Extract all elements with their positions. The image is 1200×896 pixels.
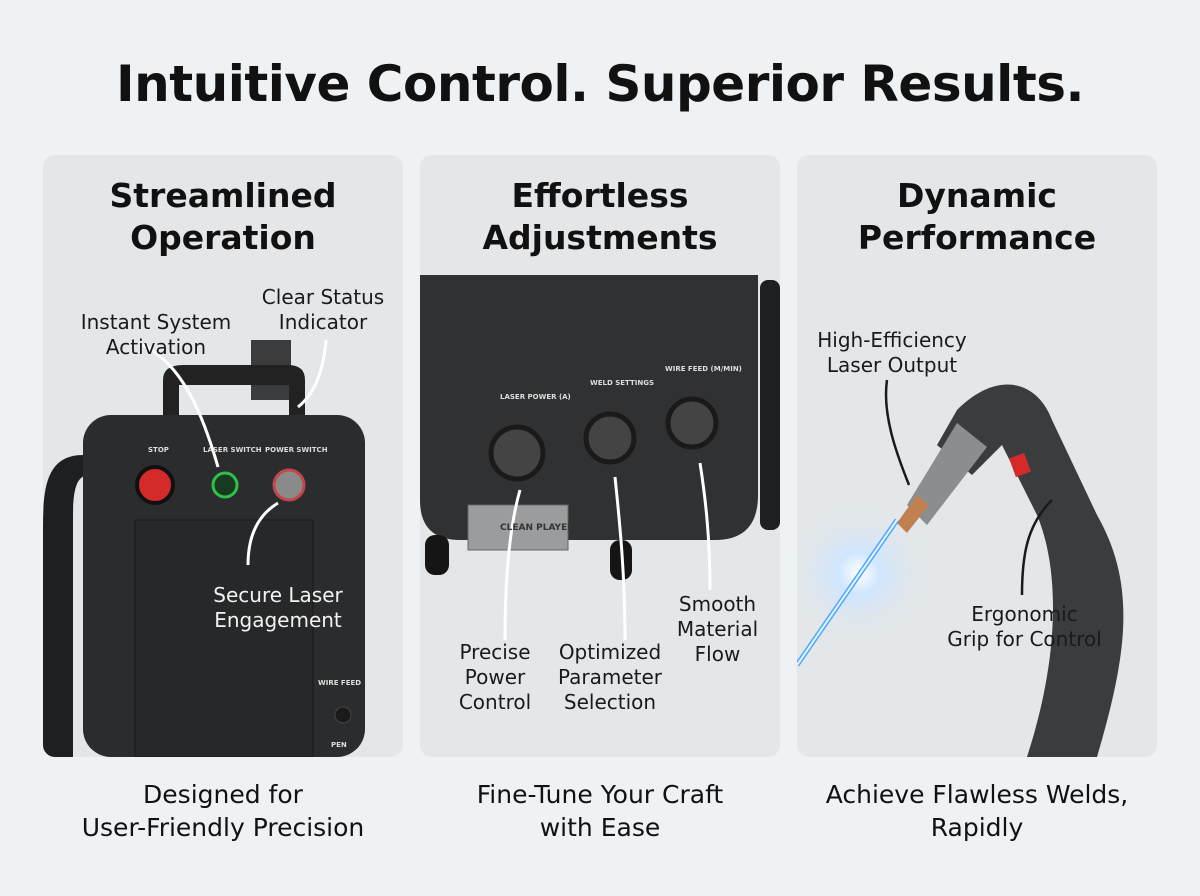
callout-laser-output: High-Efficiency Laser Output [817, 328, 967, 377]
machine-panel-illustration [420, 275, 780, 641]
panel-streamlined-operation: Streamlined Operation Instant System Act… [43, 155, 403, 757]
callout-material-flow: Smooth Material Flow [676, 592, 759, 666]
callout-laser-engagement: Secure Laser Engagement [213, 583, 343, 632]
machine-front-illustration [43, 339, 365, 757]
welding-gun-illustration [797, 379, 1124, 757]
device-label-stop: STOP [148, 446, 169, 454]
panel-title: Dynamic Performance [857, 176, 1097, 257]
device-label-pen: PEN [331, 741, 347, 749]
panel-caption: Fine-Tune Your Craft with Ease [476, 780, 724, 842]
callout-status-indicator: Clear Status Indicator [261, 285, 385, 334]
device-label-laser-switch: LASER SWITCH [203, 446, 262, 454]
panel-title: Streamlined Operation [109, 176, 337, 257]
headline: Intuitive Control. Superior Results. [116, 55, 1084, 113]
knob-label-wire-feed: WIRE FEED (M/MIN) [665, 365, 742, 373]
callout-parameter-selection: Optimized Parameter Selection [557, 640, 663, 714]
callout-ergonomic-grip: Ergonomic Grip for Control [947, 602, 1102, 651]
panel-caption: Designed for User-Friendly Precision [81, 780, 365, 842]
callout-power-control: Precise Power Control [458, 640, 532, 714]
callout-instant-activation: Instant System Activation [80, 310, 232, 359]
panel-title: Effortless Adjustments [482, 176, 718, 257]
knob-label-laser-power: LASER POWER (A) [500, 393, 571, 401]
panel-effortless-adjustments: Effortless Adjustments LASER POWER (A) W… [420, 155, 780, 757]
device-label-wire-feed: WIRE FEED [318, 679, 362, 687]
device-label-power-switch: POWER SWITCH [265, 446, 328, 454]
nameplate-label: CLEAN PLAYER [500, 523, 575, 533]
panel-dynamic-performance: Dynamic Performance High-Efficiency Lase… [797, 155, 1157, 757]
knob-label-weld-settings: WELD SETTINGS [590, 379, 654, 387]
panel-caption: Achieve Flawless Welds, Rapidly [825, 780, 1129, 842]
